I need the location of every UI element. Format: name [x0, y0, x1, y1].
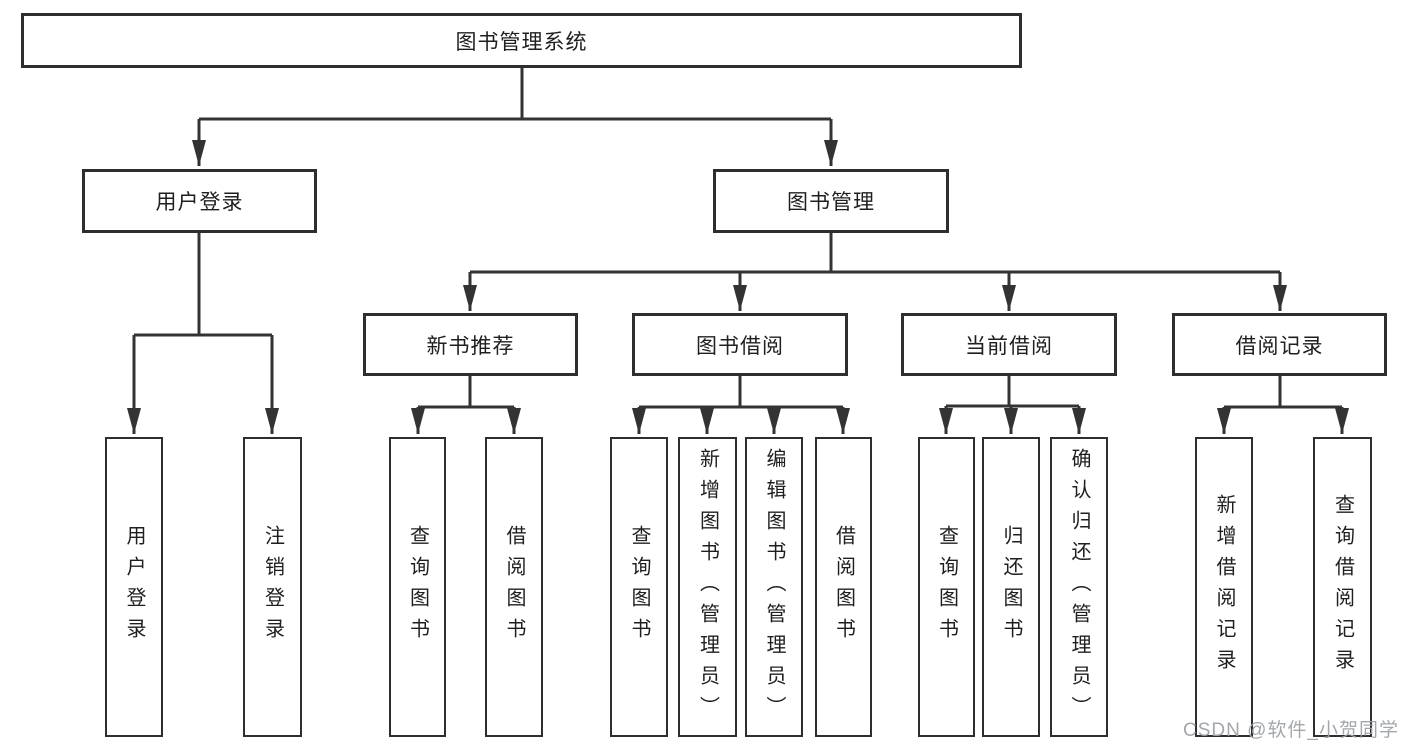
leaf-bb-edit-books-admin: 编辑图书（管理员） [745, 437, 803, 737]
node-book-borrowing: 图书借阅 [632, 313, 848, 376]
leaf-cb-query-books: 查询图书 [918, 437, 975, 737]
node-book-management: 图书管理 [713, 169, 949, 233]
leaf-br-add-record-label: 新增借阅记录 [1213, 494, 1235, 680]
leaf-cb-query-books-label: 查询图书 [935, 525, 958, 649]
leaf-cb-return-books-label: 归还图书 [1000, 525, 1022, 649]
leaf-nbr-borrow-books-label: 借阅图书 [503, 525, 525, 649]
leaf-logout-login-label: 注销登录 [261, 525, 284, 649]
leaf-bb-edit-books-admin-label: 编辑图书（管理员） [763, 447, 785, 727]
leaf-bb-borrow-books-label: 借阅图书 [832, 525, 855, 649]
leaf-cb-confirm-return-admin-label: 确认归还（管理员） [1068, 447, 1090, 727]
leaf-br-query-record: 查询借阅记录 [1313, 437, 1372, 737]
leaf-nbr-borrow-books: 借阅图书 [485, 437, 543, 737]
leaf-bb-query-books: 查询图书 [610, 437, 668, 737]
leaf-br-query-record-label: 查询借阅记录 [1331, 494, 1354, 680]
leaf-cb-confirm-return-admin: 确认归还（管理员） [1050, 437, 1108, 737]
leaf-cb-return-books: 归还图书 [982, 437, 1040, 737]
leaf-nbr-query-books: 查询图书 [389, 437, 446, 737]
leaf-bb-add-books-admin-label: 新增图书（管理员） [696, 447, 719, 727]
leaf-user-login: 用户登录 [105, 437, 163, 737]
node-borrowing-records: 借阅记录 [1172, 313, 1387, 376]
watermark: CSDN @软件_小贺同学 [1183, 720, 1399, 741]
leaf-br-add-record: 新增借阅记录 [1195, 437, 1253, 737]
leaf-logout-login: 注销登录 [243, 437, 302, 737]
leaf-nbr-query-books-label: 查询图书 [406, 525, 429, 649]
node-new-book-recommend: 新书推荐 [363, 313, 578, 376]
leaf-user-login-label: 用户登录 [123, 525, 145, 649]
node-user-login: 用户登录 [82, 169, 317, 233]
leaf-bb-add-books-admin: 新增图书（管理员） [678, 437, 737, 737]
leaf-bb-query-books-label: 查询图书 [628, 525, 650, 649]
leaf-bb-borrow-books: 借阅图书 [815, 437, 872, 737]
node-current-borrowing: 当前借阅 [901, 313, 1117, 376]
node-root: 图书管理系统 [21, 13, 1022, 68]
